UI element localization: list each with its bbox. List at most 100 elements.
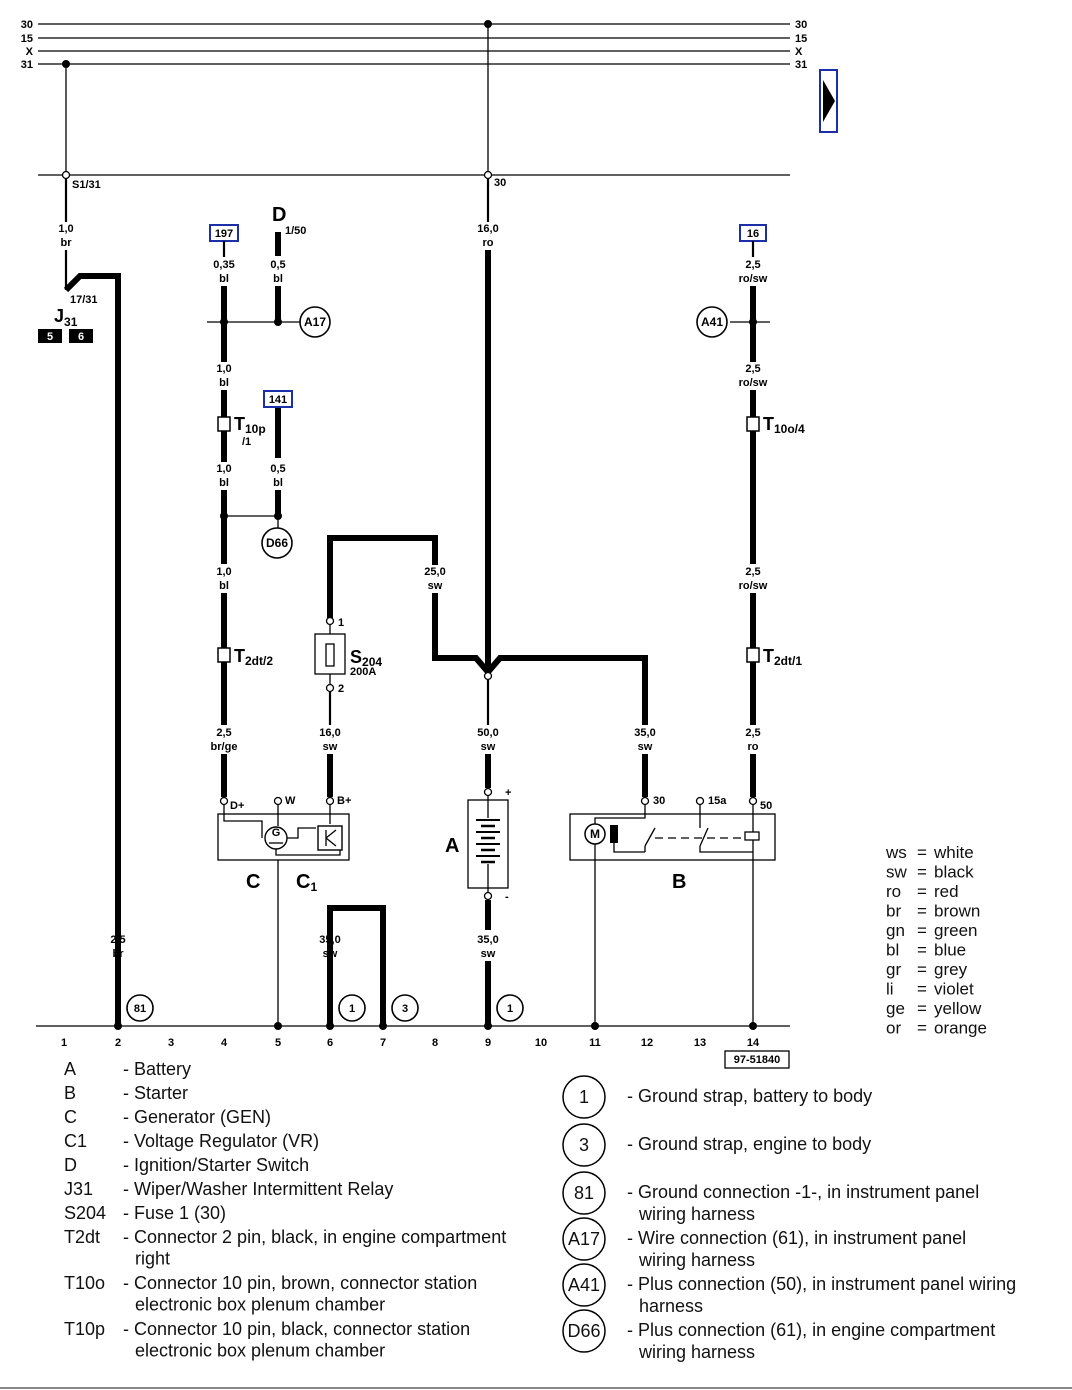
wire-size: 0,5 — [270, 259, 285, 271]
ignition-switch-pin: 1/50 — [285, 225, 306, 237]
wire-size: 2,5 — [745, 566, 760, 578]
legend-desc: - Voltage Regulator (VR) — [123, 1131, 319, 1151]
legend-desc: right — [135, 1249, 170, 1269]
rail-label-30-left: 30 — [21, 19, 33, 31]
connection-a17-label: A17 — [304, 315, 326, 329]
circuit-s204: 1 2 S204 200A 16,0 sw 35,0 sw 1 3 — [314, 535, 438, 1026]
fuse-pin-2: 2 — [338, 683, 344, 695]
color-key-code: bl — [886, 941, 899, 960]
page-ref-141[interactable] — [263, 390, 293, 408]
legend-desc: - Wiper/Washer Intermittent Relay — [123, 1179, 393, 1199]
legend-desc: - Ignition/Starter Switch — [123, 1155, 309, 1175]
fuse-pin-1: 1 — [338, 617, 344, 629]
legend-desc: wiring harness — [638, 1204, 755, 1224]
legend-symbol-circle — [562, 1123, 606, 1167]
wire-color-key: ws=whitesw=blackro=redbr=browngn=greenbl… — [885, 843, 987, 1038]
legend-desc: - Plus connection (61), in engine compar… — [627, 1320, 995, 1340]
color-key-equals: = — [917, 863, 927, 882]
legend-desc: electronic box plenum chamber — [135, 1295, 385, 1315]
j31-label: J31 — [54, 306, 78, 329]
color-key-code: br — [886, 902, 901, 921]
color-key-code: or — [886, 1019, 901, 1038]
j31-pin: 17/31 — [70, 294, 98, 306]
legend-code: B — [64, 1083, 76, 1103]
battery-minus: - — [505, 891, 509, 903]
wire-size: 2,5 — [216, 727, 231, 739]
legend-desc: wiring harness — [638, 1250, 755, 1270]
color-key-name: white — [933, 843, 974, 862]
legend-desc: - Wire connection (61), in instrument pa… — [627, 1228, 966, 1248]
column-number: 11 — [589, 1037, 601, 1049]
wire-color: sw — [323, 741, 338, 753]
rail-label-31-left: 31 — [21, 59, 33, 71]
wire-color: br/ge — [211, 741, 238, 753]
j31-terminal-box — [69, 329, 93, 343]
fuse-s204-rating: 200A — [350, 666, 376, 678]
next-page-arrow-icon[interactable] — [819, 69, 838, 133]
generator-b-plus: B+ — [337, 795, 351, 807]
wire-size: 16,0 — [319, 727, 340, 739]
legend-code: C1 — [64, 1131, 87, 1151]
wire-color: sw — [428, 580, 443, 592]
connection-a41 — [696, 306, 728, 338]
color-key-name: black — [934, 863, 974, 882]
wire-color: ro — [748, 741, 759, 753]
legend-desc: - Ground strap, battery to body — [627, 1086, 872, 1106]
wire-color: br — [113, 948, 125, 960]
legend-desc: - Plus connection (50), in instrument pa… — [627, 1274, 1016, 1294]
wire-color: ro/sw — [739, 273, 768, 285]
color-key-code: li — [886, 980, 894, 999]
legend-symbol: A17 — [568, 1229, 600, 1249]
legend-symbol: 1 — [579, 1087, 589, 1107]
j31-terminal-box — [38, 329, 62, 343]
connector-t10p-label: T10p — [234, 414, 266, 436]
legend-symbol: 3 — [579, 1135, 589, 1155]
legend-symbol-circle — [562, 1075, 606, 1119]
circuit-j31: S1/31 1,0 br 17/31 J31 5 6 2,5 br 81 — [38, 170, 154, 1026]
starter-motor-m: M — [590, 827, 600, 841]
connector-t2dt1-label: T2dt/1 — [763, 646, 802, 668]
ground-connection-legend: 1 - Ground strap, battery to body 3 - Groun… — [562, 1075, 1016, 1362]
wire-color: bl — [273, 477, 283, 489]
legend-code: T10o — [64, 1273, 105, 1293]
color-key-code: gn — [886, 921, 905, 940]
wire-size: 2,5 — [745, 363, 760, 375]
legend-desc: wiring harness — [638, 1342, 755, 1362]
legend-desc: - Starter — [123, 1083, 188, 1103]
wire-color: sw — [638, 741, 653, 753]
circuit-generator-excitation: 197 0,35 bl D 1/50 0,5 bl A17 1,0 bl T10… — [207, 204, 331, 797]
page-ref-16-label: 16 — [747, 228, 759, 240]
rail-label-15-right: 15 — [795, 33, 807, 45]
wire-size: 1,0 — [216, 566, 231, 578]
legend-desc: - Ground strap, engine to body — [627, 1134, 871, 1154]
connector-t2dt2-icon — [217, 647, 231, 663]
wire-color: br — [61, 237, 73, 249]
connection-d66 — [261, 527, 293, 559]
legend-desc: - Ground connection -1-, in instrument p… — [627, 1182, 979, 1202]
wire-color: bl — [273, 273, 283, 285]
ground-strap-1a-label: 1 — [349, 1003, 355, 1015]
legend-symbol: A41 — [568, 1275, 600, 1295]
column-number: 6 — [327, 1037, 333, 1049]
legend-desc: - Fuse 1 (30) — [123, 1203, 226, 1223]
wire-size: 50,0 — [477, 727, 498, 739]
legend-desc: - Connector 10 pin, brown, connector sta… — [123, 1273, 477, 1293]
wire-color: bl — [219, 273, 229, 285]
color-key-name: green — [934, 921, 977, 940]
regulator-label: C1 — [296, 871, 317, 894]
circuit-battery: 30 16,0 ro 25,0 sw 50,0 sw + - A 35,0 sw… — [424, 170, 648, 1026]
wire-color: sw — [481, 948, 496, 960]
wire-color: ro — [483, 237, 494, 249]
generator-d-plus: D+ — [230, 800, 244, 812]
generator-w: W — [285, 795, 296, 807]
ground-81 — [126, 994, 154, 1022]
wire-size: 2,5 — [745, 259, 760, 271]
color-key-equals: = — [917, 960, 927, 979]
wire-size: 35,0 — [319, 934, 340, 946]
column-number: 9 — [485, 1037, 491, 1049]
generator-label: C — [246, 871, 260, 893]
color-key-equals: = — [917, 941, 927, 960]
column-number: 3 — [168, 1037, 174, 1049]
